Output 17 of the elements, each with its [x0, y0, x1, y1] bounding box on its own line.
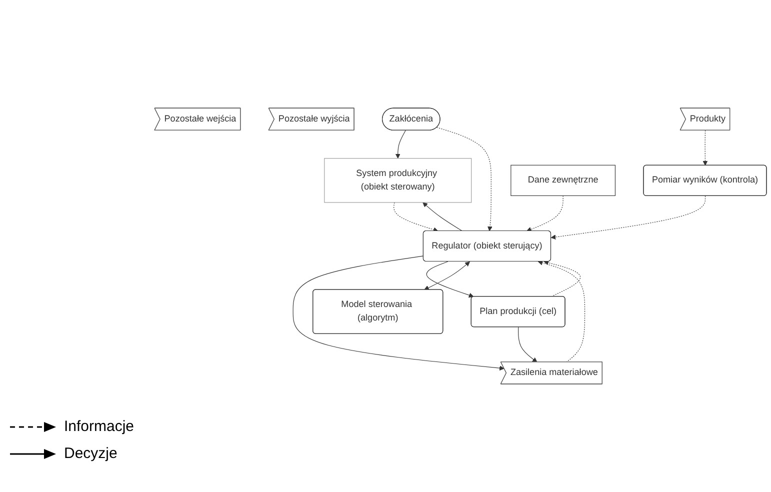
arrow	[426, 261, 474, 298]
arrow	[395, 130, 406, 159]
arrow	[394, 202, 438, 232]
node-box: System produkcyjny (obiekt sterowany)	[324, 158, 472, 203]
arrow	[422, 202, 463, 232]
legend-label: Informacje	[64, 418, 134, 435]
arrow	[436, 127, 492, 232]
arrow	[538, 260, 586, 362]
arrow	[702, 130, 708, 166]
node-box: Dane zewnętrzne	[510, 164, 616, 196]
arrow	[292, 256, 504, 371]
arrow	[424, 261, 470, 290]
arrow	[544, 260, 581, 297]
arrow	[518, 326, 538, 362]
arrow	[550, 196, 706, 240]
arrow	[526, 195, 564, 232]
legend-label: Decyzje	[64, 445, 118, 462]
